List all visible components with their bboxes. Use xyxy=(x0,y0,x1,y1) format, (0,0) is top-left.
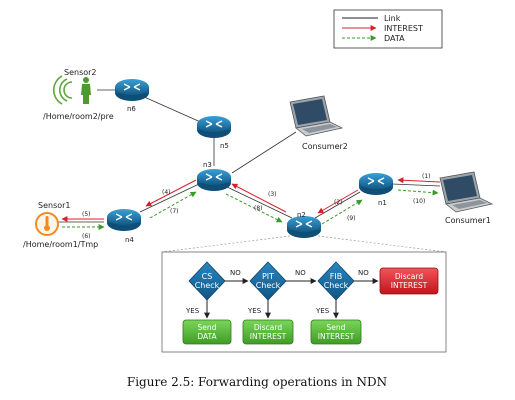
pit-check-label-2: Check xyxy=(256,281,281,290)
sensor2-icon xyxy=(53,75,91,105)
router-icon xyxy=(106,208,142,232)
router-icon xyxy=(358,172,394,196)
router-label-n4: n4 xyxy=(125,236,134,244)
no-label-2: NO xyxy=(295,269,306,277)
step-label-5: (5) xyxy=(82,211,91,218)
arrow-data-9 xyxy=(321,199,363,225)
zoom-lines xyxy=(161,235,447,253)
router-icon xyxy=(196,115,232,139)
thermometer-icon xyxy=(35,212,59,236)
send-interest-label-2: INTEREST xyxy=(318,332,355,341)
link-n2-n1 xyxy=(314,191,361,219)
arrow-data-7 xyxy=(149,191,197,219)
router-icon xyxy=(196,168,232,192)
no-label-3: NO xyxy=(358,269,369,277)
laptop-icon xyxy=(439,171,493,213)
discard-interest-box-pit: Discard INTEREST xyxy=(242,319,294,345)
router-label-n3: n3 xyxy=(203,161,212,169)
discard-interest-label-1: Discard xyxy=(254,323,282,332)
consumer1-label: Consumer1 xyxy=(445,216,491,225)
arrow-data-8 xyxy=(225,193,283,223)
link-n1-consumer1 xyxy=(391,183,441,187)
yes-label-3: YES xyxy=(315,307,330,315)
discard-interest-label-2: INTEREST xyxy=(250,332,287,341)
consumer1: Consumer1 xyxy=(439,171,493,225)
router-n3: n3 xyxy=(196,161,232,192)
pit-check-label-1: PIT xyxy=(262,272,274,281)
step-label-3: (3) xyxy=(268,191,277,198)
legend-interest-label: INTEREST xyxy=(384,24,423,33)
router-n1: n1 xyxy=(358,172,394,207)
sensor1: Sensor1 /Home/room1/Tmp xyxy=(23,201,98,249)
forwarding-flowchart: CS Check PIT Check FIB Check NO NO NO YE… xyxy=(161,251,447,353)
step-label-8: (8) xyxy=(254,205,263,212)
sensor2-path: /Home/room2/pre xyxy=(43,112,114,121)
router-icon xyxy=(114,78,150,102)
link-n3-consumer2 xyxy=(231,131,297,174)
router-icon xyxy=(286,215,322,239)
step-label-4: (4) xyxy=(162,189,171,196)
discard-interest-fib-label-2: INTEREST xyxy=(391,281,428,290)
zoom-line-left xyxy=(161,235,291,253)
legend-box xyxy=(333,9,443,49)
legend: Link INTEREST DATA xyxy=(333,9,443,49)
consumer2-label: Consumer2 xyxy=(302,142,348,151)
yes-label-2: YES xyxy=(247,307,262,315)
arrow-interest-1 xyxy=(397,177,441,184)
discard-interest-box-fib: Discard INTEREST xyxy=(379,267,439,295)
zoom-line-right xyxy=(317,235,447,253)
link-n4-n3 xyxy=(139,183,200,213)
cs-check-label-2: Check xyxy=(195,281,220,290)
arrow-interest-2 xyxy=(317,189,359,214)
send-data-box: Send DATA xyxy=(182,319,232,345)
router-n5: n5 xyxy=(196,115,232,150)
router-n4: n4 xyxy=(106,208,142,244)
step-label-2: (2) xyxy=(334,199,343,206)
send-interest-label-1: Send xyxy=(327,323,346,332)
no-label-1: NO xyxy=(230,269,241,277)
legend-link-label: Link xyxy=(384,14,401,23)
step-labels: (1) (10) (2) (9) (3) (8) (4) (7) (5) (6) xyxy=(82,173,431,240)
link-n6-n5 xyxy=(141,95,206,125)
network-links xyxy=(58,89,441,223)
sensor1-label: Sensor1 xyxy=(38,201,71,210)
yes-label-1: YES xyxy=(185,307,200,315)
fib-check-label-1: FIB xyxy=(330,272,342,281)
sensor1-path: /Home/room1/Tmp xyxy=(23,240,98,249)
router-n2: n2 xyxy=(286,211,322,239)
consumer2: Consumer2 xyxy=(289,95,348,151)
send-interest-box: Send INTEREST xyxy=(310,319,362,345)
discard-interest-fib-label-1: Discard xyxy=(395,272,423,281)
laptop-icon xyxy=(289,95,343,137)
send-data-label-2: DATA xyxy=(197,332,217,341)
step-label-10: (10) xyxy=(413,198,425,205)
router-label-n2: n2 xyxy=(297,211,306,219)
fib-check-label-2: Check xyxy=(324,281,349,290)
step-label-1: (1) xyxy=(422,173,431,180)
figure-caption: Figure 2.5: Forwarding operations in NDN xyxy=(127,375,387,389)
send-data-label-1: Send xyxy=(198,323,217,332)
arrow-interest-4 xyxy=(145,179,197,207)
router-n6: n6 xyxy=(114,78,150,113)
step-label-6: (6) xyxy=(82,233,91,240)
arrow-data-10 xyxy=(397,189,439,196)
router-label-n6: n6 xyxy=(127,105,136,113)
link-n3-n2 xyxy=(224,185,293,219)
sensor2-label: Sensor2 xyxy=(64,68,97,77)
cs-check-label-1: CS xyxy=(202,272,213,281)
arrow-interest-3 xyxy=(231,183,287,213)
sensor2: Sensor2 /Home/room2/pre xyxy=(43,68,114,121)
interest-data-flows xyxy=(61,177,441,230)
step-label-9: (9) xyxy=(347,215,356,222)
router-label-n5: n5 xyxy=(220,142,229,150)
router-label-n1: n1 xyxy=(378,199,387,207)
step-label-7: (7) xyxy=(170,208,179,215)
legend-data-label: DATA xyxy=(384,34,405,43)
